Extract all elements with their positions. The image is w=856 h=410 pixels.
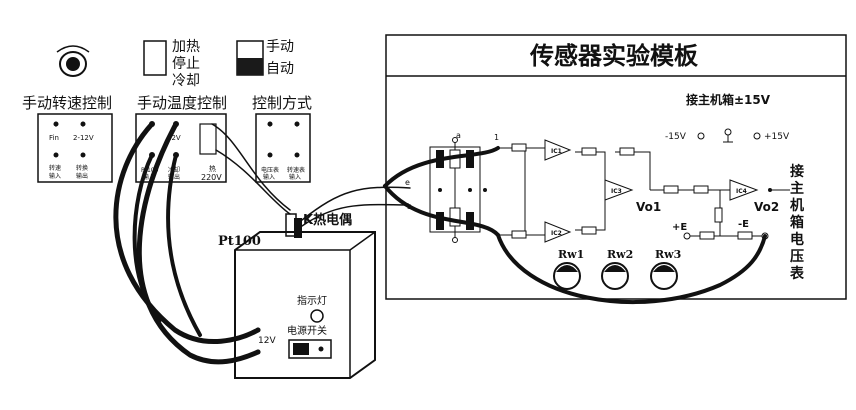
svg-text:表: 表 [789, 265, 805, 282]
ground-icon [723, 135, 733, 143]
svg-text:压: 压 [790, 249, 804, 265]
indicator-lamp [310, 309, 324, 323]
speed-panel-title: 手动转速控制 [22, 94, 112, 112]
manual-label: 手动 [266, 39, 294, 55]
vo2-label: Vo2 [754, 200, 779, 214]
svg-text:+: + [53, 121, 59, 129]
knob-icon [56, 45, 90, 77]
sensor-board [385, 34, 847, 300]
ic1-label: IC1 [551, 148, 562, 155]
auto-label: 自动 [266, 61, 294, 77]
mode-panel-title: 控制方式 [252, 94, 312, 112]
node-a: a [456, 131, 461, 140]
mode-panel: + + 电压表 输入 转速表 输入 [255, 113, 311, 183]
svg-text:接: 接 [790, 163, 804, 180]
rail-pos15: +15V [764, 132, 790, 142]
svg-text:主: 主 [790, 180, 804, 197]
cables [113, 121, 767, 365]
svg-text:机: 机 [790, 197, 804, 214]
pt100-label: Pt100 [218, 234, 261, 249]
cool-label: 冷却 [172, 73, 200, 89]
svg-text:热: 热 [209, 164, 216, 173]
voltmeter-label: 接 主 机 箱 电 压 表 [789, 163, 805, 282]
node-1: 1 [494, 133, 499, 142]
ic3-label: IC3 [611, 188, 622, 195]
rail-neg15: -15V [665, 132, 687, 142]
power-switch[interactable] [288, 339, 332, 359]
rw3-label: Rw3 [655, 248, 681, 261]
thermocouple-label: K热电偶 [303, 212, 352, 228]
speed-panel: + + Fin 2-12V 转速 输入 转换 输出 [37, 113, 113, 183]
resistors [511, 143, 753, 240]
heat-switch[interactable] [143, 40, 167, 76]
terminal-12v: 12V [167, 134, 181, 142]
vo1-label: Vo1 [636, 200, 661, 214]
supply-12v-label: 12V [258, 336, 276, 346]
svg-text:220V: 220V [201, 173, 222, 182]
stop-label: 停止 [172, 55, 200, 72]
svg-text:输入: 输入 [143, 173, 155, 181]
ic2-label: IC2 [551, 230, 562, 237]
svg-text:+: + [80, 121, 86, 129]
opamp-icon [544, 139, 759, 243]
svg-text:转速表: 转速表 [287, 166, 305, 174]
heat-label: 加热 [172, 39, 200, 55]
svg-text:转换: 转换 [76, 164, 88, 172]
ic4-label: IC4 [736, 188, 747, 195]
board-title: 传感器实验模板 [529, 42, 699, 70]
indicator-label: 指示灯 [297, 294, 327, 307]
svg-text:输入: 输入 [49, 172, 61, 180]
svg-text:电压表: 电压表 [261, 166, 279, 174]
heater-box: 指示灯 电源开关 12V [234, 231, 376, 379]
node-e: e [405, 178, 410, 187]
minus-e-label: -E [738, 219, 749, 230]
temp-panel: 12V Pt100 输入 冷却 输出 热 220V [135, 113, 227, 183]
terminal-2-12v: 2-12V [73, 134, 94, 142]
svg-text:Pt100: Pt100 [141, 167, 159, 174]
mode-switch[interactable] [236, 40, 264, 76]
rw1-label: Rw1 [558, 248, 584, 261]
dial-icon[interactable] [553, 262, 678, 290]
svg-text:输入: 输入 [289, 173, 301, 181]
svg-text:+: + [294, 121, 300, 129]
svg-text:转速: 转速 [49, 164, 61, 172]
svg-text:输出: 输出 [168, 173, 180, 181]
terminal-fin: Fin [49, 134, 59, 142]
probe-assembly [280, 213, 305, 238]
svg-text:+: + [267, 121, 273, 129]
rw2-label: Rw2 [607, 248, 633, 261]
svg-text:输出: 输出 [76, 172, 88, 180]
temp-panel-title: 手动温度控制 [137, 94, 227, 112]
svg-text:输入: 输入 [263, 173, 275, 181]
plus-e-label: +E [672, 222, 687, 233]
svg-text:箱: 箱 [790, 214, 804, 231]
board-supply-label: 接主机箱±15V [686, 92, 771, 107]
svg-text:电: 电 [790, 231, 804, 248]
power-switch-label: 电源开关 [287, 324, 327, 337]
